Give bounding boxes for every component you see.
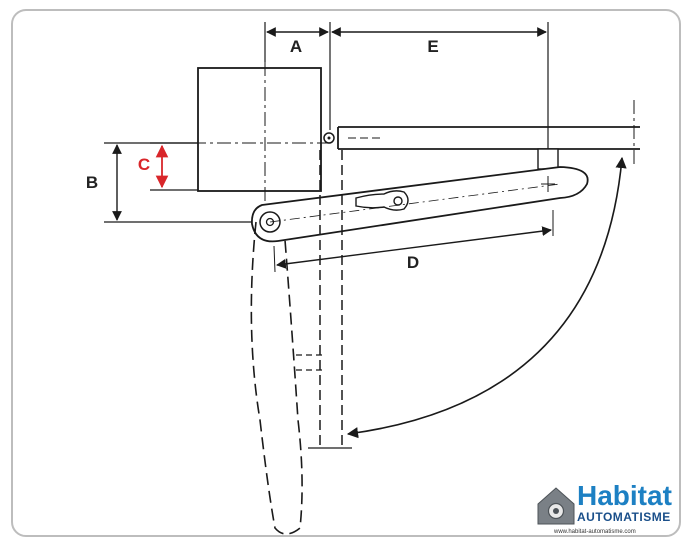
brand-url: www.habitat-automatisme.com	[553, 529, 636, 535]
gate-bracket	[537, 148, 559, 170]
brand-logo: Habitat AUTOMATISME www.habitat-automati…	[537, 480, 672, 535]
label-a: A	[290, 37, 302, 56]
operator-arm-open	[250, 221, 322, 535]
swing-arc	[346, 156, 627, 439]
pillar-box	[192, 62, 330, 230]
gate-leaf-closed	[323, 100, 640, 165]
label-e: E	[427, 37, 438, 56]
label-b: B	[86, 173, 98, 192]
house-gear-icon	[537, 487, 575, 525]
brand-subtitle: AUTOMATISME	[577, 510, 671, 524]
dimension-e: E	[329, 22, 549, 150]
gate-leaf-open	[308, 150, 352, 449]
dimension-c: C	[138, 142, 198, 191]
dimension-a: A	[264, 22, 329, 62]
outer-border	[11, 9, 681, 537]
label-d: D	[407, 253, 419, 272]
label-c: C	[138, 155, 150, 174]
brand-title: Habitat	[577, 480, 672, 511]
